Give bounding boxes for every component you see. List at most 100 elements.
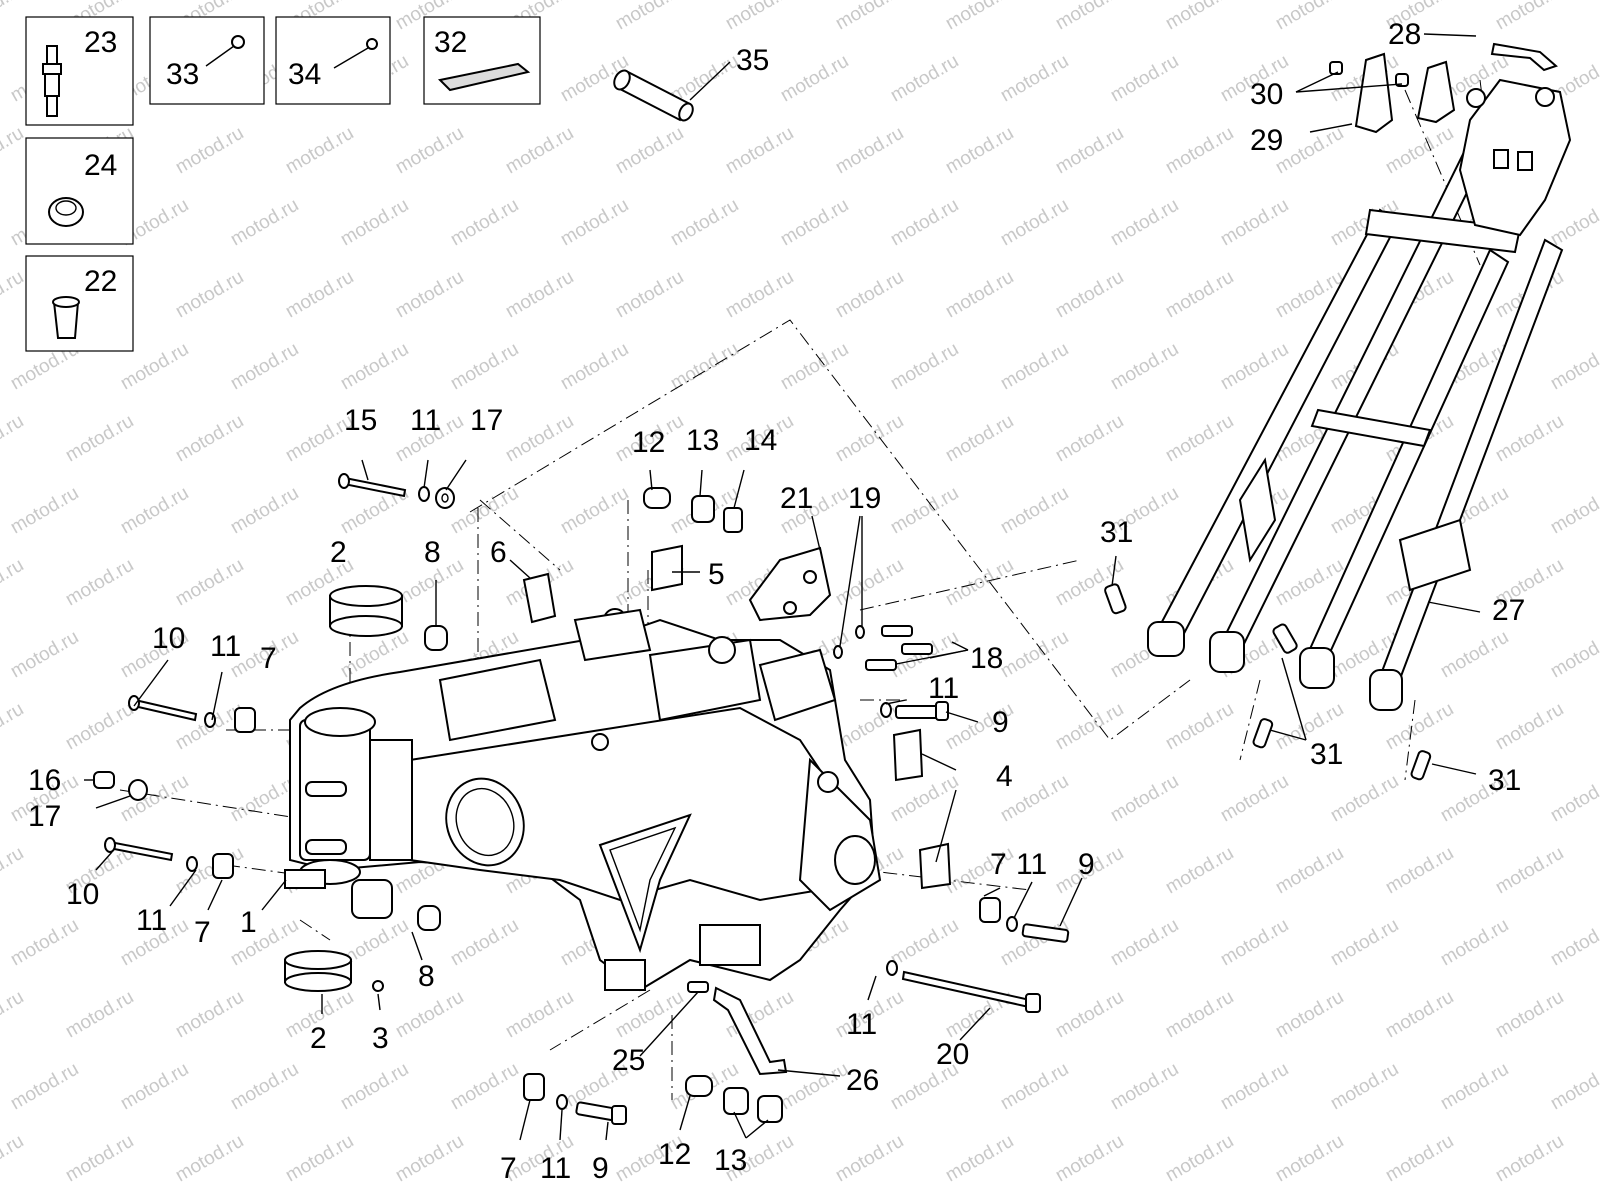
callout-17-top: 17 — [470, 404, 503, 437]
washer-11-bottom-right — [886, 960, 898, 976]
axle-20 — [901, 970, 1041, 1013]
callout-20: 20 — [936, 1038, 969, 1071]
watermark-text: motod.ru — [887, 51, 962, 107]
watermark-text: motod.ru — [1217, 771, 1292, 827]
bolt-9-bottom — [575, 1101, 627, 1125]
bolts-18 — [865, 625, 933, 671]
watermark-text: motod.ru — [612, 123, 687, 179]
watermark-text: motod.ru — [1492, 0, 1567, 34]
watermark-text: motod.ru — [887, 483, 962, 539]
watermark-text: motod.ru — [1107, 1059, 1182, 1115]
watermark-text: motod.ru — [502, 267, 577, 323]
watermark-text: motod.ru — [1162, 411, 1237, 467]
watermark-text: motod.ru — [777, 51, 852, 107]
callout-11-left-upper: 11 — [210, 630, 241, 663]
washer-11-bottom — [556, 1094, 568, 1110]
callout-11-bottom-right: 11 — [846, 1008, 877, 1041]
watermark-text: motod.ru — [942, 411, 1017, 467]
watermark-text: motod.ru — [172, 267, 247, 323]
screw-3 — [372, 980, 384, 992]
bolt-31-left — [1104, 583, 1127, 615]
watermark-text: motod.ru — [227, 1059, 302, 1115]
callout-19: 19 — [848, 482, 881, 515]
watermark-text: motod.ru — [557, 483, 632, 539]
watermark-text: motod.ru — [1052, 0, 1127, 34]
watermark-text: motod.ru — [887, 195, 962, 251]
callout-15: 15 — [344, 404, 377, 437]
watermark-text: motod.ru — [1327, 1059, 1402, 1115]
callout-31-center: 31 — [1310, 738, 1343, 771]
bushing-8-bottom — [417, 905, 441, 931]
watermark-text: motod.ru — [172, 843, 247, 899]
washer-17-left — [128, 779, 148, 801]
leader-lines — [84, 33, 1481, 1141]
watermark-text: motod.ru — [777, 339, 852, 395]
callout-32: 32 — [434, 26, 467, 59]
plate-29 — [1354, 52, 1456, 134]
watermark-text: motod.ru — [447, 195, 522, 251]
bolt-31-center — [1272, 623, 1298, 654]
callout-12-bottom: 12 — [658, 1138, 691, 1171]
watermark-text: motod.ru — [227, 339, 302, 395]
washer-17-top — [435, 487, 455, 509]
main-frame-1 — [284, 608, 882, 992]
watermark-text: motod.ru — [1217, 915, 1292, 971]
watermark-text: motod.ru — [997, 339, 1072, 395]
watermark-text: motod.ru — [557, 195, 632, 251]
watermark-text: motod.ru — [0, 0, 27, 34]
watermark-text: motod.ru — [1217, 339, 1292, 395]
watermark-text: motod.ru — [62, 987, 137, 1043]
callout-6: 6 — [490, 536, 507, 569]
watermark-text: motod.ru — [1217, 195, 1292, 251]
watermark-text: motod.ru — [0, 1131, 27, 1187]
washer-11-top — [418, 486, 430, 502]
watermark-text: motod.ru — [62, 1131, 137, 1187]
block-7-left-lower — [212, 853, 234, 879]
watermark-text: motod.ru — [1107, 51, 1182, 107]
watermark-text: motod.ru — [0, 843, 27, 899]
watermark-text: motod.ru — [62, 699, 137, 755]
callout-9-bottom: 9 — [592, 1152, 609, 1185]
callout-30: 30 — [1250, 78, 1283, 111]
watermark-text: motod.ru — [0, 411, 27, 467]
block-7-right — [979, 897, 1001, 923]
watermark-text: motod.ru — [502, 123, 577, 179]
bolt-31-lower-right — [1410, 750, 1432, 781]
callout-25: 25 — [612, 1044, 645, 1077]
watermark-text: motod.ru — [62, 555, 137, 611]
callout-11-bottom: 11 — [540, 1152, 571, 1185]
clip-14 — [723, 507, 743, 533]
watermark-text: motod.ru — [1547, 483, 1600, 539]
callout-34: 34 — [288, 58, 321, 91]
watermark-text: motod.ru — [997, 51, 1072, 107]
watermark-text: motod.ru — [1492, 411, 1567, 467]
watermark-text: motod.ru — [1162, 123, 1237, 179]
watermark-text: motod.ru — [667, 339, 742, 395]
watermark-text: motod.ru — [832, 267, 907, 323]
washer-11-right-lower — [1006, 916, 1018, 932]
bracket-21 — [748, 546, 832, 622]
watermark-text: motod.ru — [777, 195, 852, 251]
bolt-10-upper — [128, 695, 198, 722]
bearing-2-top — [329, 585, 403, 637]
bushing-12-top — [643, 487, 671, 509]
watermark-text: motod.ru — [1162, 0, 1237, 34]
watermark-text: motod.ru — [7, 915, 82, 971]
watermark-text: motod.ru — [1052, 1131, 1127, 1187]
watermark-text: motod.ru — [887, 339, 962, 395]
watermark-text: motod.ru — [1492, 987, 1567, 1043]
watermark-text: motod.ru — [1272, 0, 1347, 34]
watermark-text: motod.ru — [7, 1059, 82, 1115]
plate-5 — [651, 544, 683, 592]
inset-box-32: 32 — [423, 16, 541, 105]
callout-28: 28 — [1388, 18, 1421, 51]
block-13-bottom — [723, 1087, 783, 1123]
watermark-text: motod.ru — [1052, 699, 1127, 755]
watermark-text: motod.ru — [667, 195, 742, 251]
watermark-text: motod.ru — [392, 987, 467, 1043]
watermark-text: motod.ru — [0, 699, 27, 755]
watermark-text: motod.ru — [612, 987, 687, 1043]
watermark-text: motod.ru — [557, 339, 632, 395]
callout-31-right: 31 — [1488, 764, 1521, 797]
callout-7-left-upper: 7 — [260, 642, 277, 675]
